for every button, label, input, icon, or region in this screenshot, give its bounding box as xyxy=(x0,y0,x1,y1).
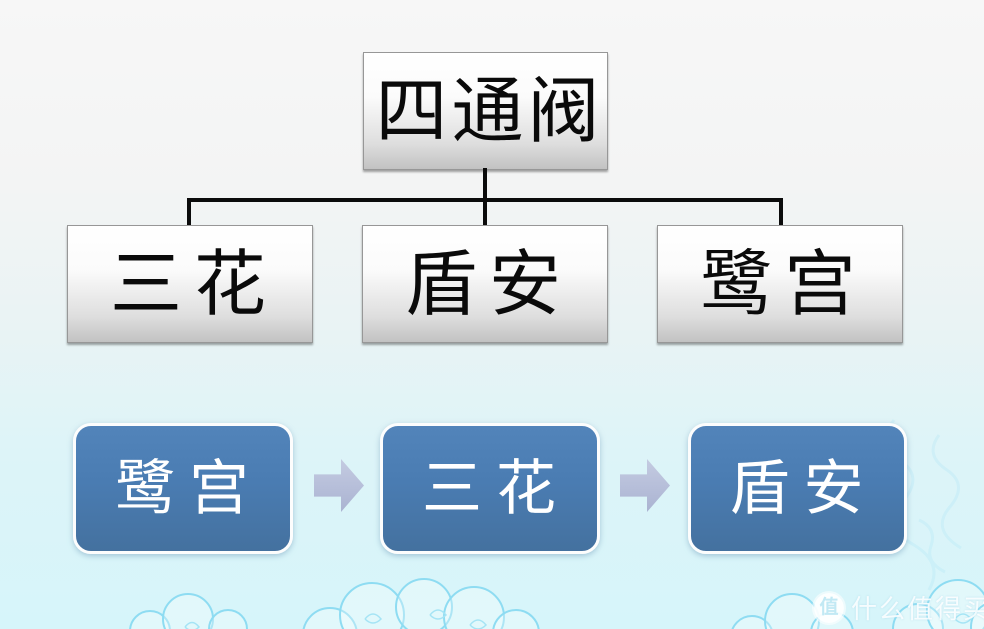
smzdm-watermark: 值 什么值得买 xyxy=(814,589,984,626)
cloud-pattern xyxy=(129,578,984,629)
flow-step-box-sanhua: 三花 xyxy=(380,423,600,554)
org-child-box-dunan: 盾安 xyxy=(362,225,608,343)
org-root-box-sitongfa: 四通阀 xyxy=(363,52,608,170)
org-child-label: 盾安 xyxy=(404,242,573,326)
connector-left-stub xyxy=(187,198,191,225)
flow-step-box-lugong: 鹭宫 xyxy=(73,423,293,554)
org-child-label: 三花 xyxy=(109,242,278,326)
connector-root-down xyxy=(483,168,487,202)
connector-right-stub xyxy=(779,198,783,225)
right-arrow-icon xyxy=(314,459,364,512)
connector-middle-stub xyxy=(483,198,487,225)
right-arrow-icon xyxy=(620,459,670,512)
org-child-box-lugong: 鹭宫 xyxy=(657,225,903,343)
org-child-label: 鹭宫 xyxy=(699,242,868,326)
org-root-label: 四通阀 xyxy=(375,69,604,153)
flow-step-box-dunan: 盾安 xyxy=(688,423,907,554)
flow-step-label: 三花 xyxy=(422,453,570,524)
org-child-box-sanhua: 三花 xyxy=(67,225,313,343)
flow-step-label: 鹭宫 xyxy=(115,453,263,524)
smzdm-logo-badge-icon: 值 xyxy=(814,592,844,623)
flow-step-label: 盾安 xyxy=(729,453,878,524)
smzdm-watermark-text: 什么值得买 xyxy=(851,595,984,625)
